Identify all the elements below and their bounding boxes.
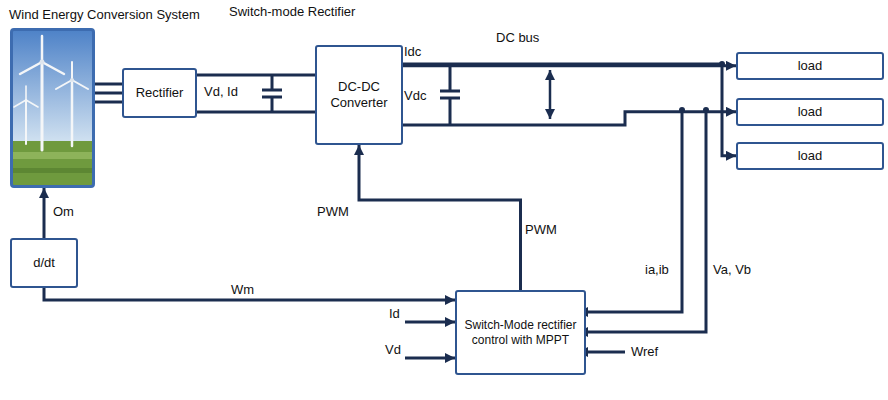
blade: [56, 80, 72, 89]
tower: [25, 100, 27, 144]
connector: [403, 64, 736, 156]
phase-wire: [95, 83, 122, 86]
sky: [13, 31, 92, 141]
junctions: [679, 61, 725, 113]
current-sense-wire: [578, 110, 682, 312]
signal-label: Om: [52, 204, 75, 219]
load-box: load: [736, 52, 884, 80]
hub: [40, 60, 45, 65]
signal-label: Id: [388, 306, 401, 321]
signal-label: DC bus: [495, 30, 540, 45]
node-label: d/dt: [29, 255, 59, 271]
process-box: d/dt: [10, 238, 78, 288]
tower: [41, 62, 44, 150]
voltage-arrow: [549, 70, 552, 119]
phase-wire: [95, 101, 122, 104]
tower: [71, 80, 74, 146]
signal-label: Wm: [230, 282, 255, 297]
image-box: Wind Energy Conversion System: [10, 28, 95, 188]
connector: [359, 145, 521, 290]
turbine: [14, 36, 88, 150]
node-label: DC-DC Converter: [317, 79, 401, 110]
ground: [13, 141, 92, 185]
connector: [197, 74, 315, 77]
signal-arrow: [405, 357, 455, 360]
node-label: Switch-Mode rectifier control with MPPT: [457, 318, 584, 347]
controller-box: Switch-Mode rectifier control with MPPT: [455, 290, 586, 375]
node-heading: Wind Energy Conversion System: [9, 7, 200, 23]
connector: [95, 92, 122, 95]
wind-turbine-picture: [13, 31, 92, 185]
blade: [14, 100, 26, 107]
node-label: load: [794, 58, 827, 74]
blade: [26, 100, 38, 107]
signal-label: Wref: [630, 344, 659, 359]
blade: [72, 80, 88, 89]
capacitor-symbol: [440, 64, 460, 125]
signal-label: Vdc: [403, 88, 427, 103]
load-box: load: [736, 98, 884, 126]
node-label: load: [794, 104, 827, 120]
blade: [20, 62, 42, 74]
connector: [403, 112, 736, 125]
signal-label: PWM: [316, 204, 350, 219]
connector: [43, 188, 46, 238]
voltage-sense-wire: [578, 110, 706, 332]
capacitor-symbol: [262, 75, 282, 112]
process-box: DC-DC Converter: [315, 45, 403, 145]
node-label: load: [794, 148, 827, 164]
hub: [70, 78, 74, 82]
dc-rail: [197, 111, 315, 114]
group-label: Switch-mode Rectifier: [228, 4, 356, 19]
signal-label: Va, Vb: [712, 262, 752, 277]
signal-arrow: [405, 321, 455, 324]
blade: [41, 36, 44, 62]
node-label: Rectifier: [132, 85, 188, 101]
signal-label: ia,ib: [644, 262, 670, 277]
signal-label: Vd, Id: [203, 84, 239, 99]
field-stripe: [13, 168, 92, 173]
signal-label: Vd: [384, 342, 402, 357]
blade: [71, 62, 73, 80]
blade: [25, 86, 27, 100]
process-box: Rectifier: [122, 68, 197, 118]
signal-label: Idc: [403, 44, 422, 59]
signal-label: PWM: [524, 222, 558, 237]
field-stripe: [13, 152, 92, 159]
load-box: load: [736, 142, 884, 170]
blade: [42, 62, 64, 74]
